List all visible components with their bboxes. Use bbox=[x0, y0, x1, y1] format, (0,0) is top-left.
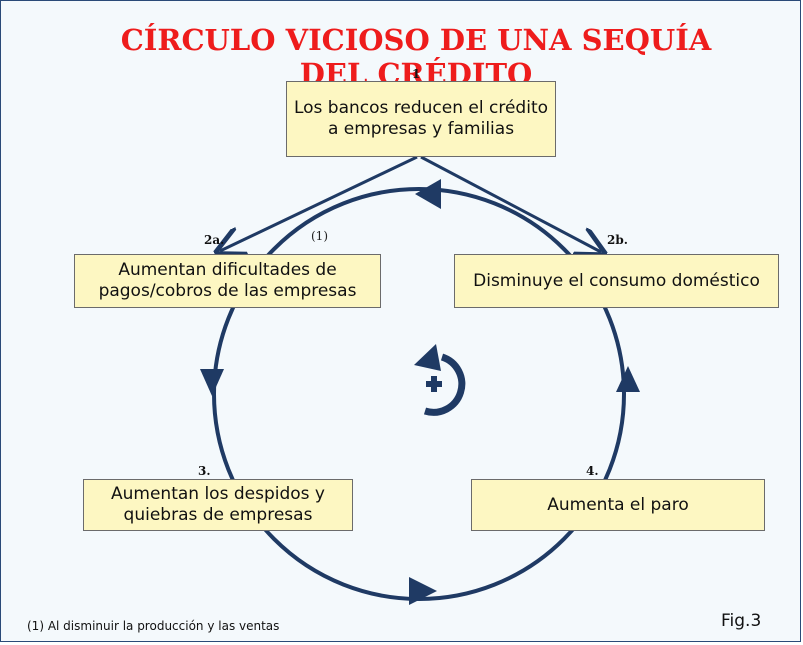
node-2b-box: Disminuye el consumo doméstico bbox=[454, 254, 779, 308]
rotate-plus-icon bbox=[414, 344, 466, 416]
node-1-number: 1 bbox=[412, 67, 421, 81]
arrow-1-to-2a bbox=[220, 155, 418, 251]
node-4-box: Aumenta el paro bbox=[471, 479, 765, 531]
footnote: (1) Al disminuir la producción y las ven… bbox=[27, 619, 280, 633]
arrow-1-to-2b bbox=[420, 155, 601, 252]
node-2a-number: 2a. bbox=[204, 233, 225, 247]
diagram-title: CÍRCULO VICIOSO DE UNA SEQUÍA DEL CRÉDIT… bbox=[120, 23, 712, 91]
node-4-number: 4. bbox=[586, 464, 599, 478]
node-2b-number: 2b. bbox=[607, 233, 628, 247]
node-3-box: Aumentan los despidos y quiebras de empr… bbox=[83, 479, 353, 531]
node-2a-box: Aumentan dificultades de pagos/cobros de… bbox=[74, 254, 381, 308]
node-1-box: Los bancos reducen el crédito a empresas… bbox=[286, 81, 556, 157]
cycle-arrow-bottom bbox=[409, 577, 437, 605]
node-3-number: 3. bbox=[198, 464, 211, 478]
cycle-arrow-top bbox=[415, 179, 441, 209]
cycle-arrow-left bbox=[200, 369, 224, 396]
cycle-arrow-right bbox=[616, 366, 640, 392]
edge-note: (1) bbox=[311, 229, 328, 243]
cycle-circle bbox=[212, 187, 626, 601]
figure-label: Fig.3 bbox=[721, 611, 762, 631]
